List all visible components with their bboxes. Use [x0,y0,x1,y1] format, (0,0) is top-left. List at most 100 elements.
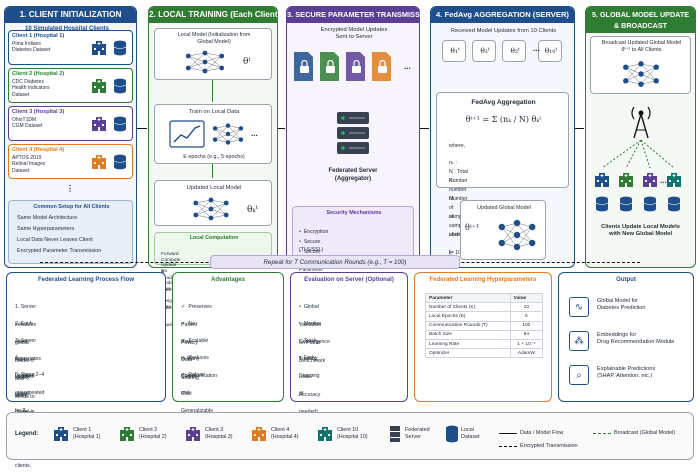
database-icon [113,154,127,175]
fedavg-aggregation-title: FedAvg Aggregation [471,99,536,106]
list-item: No Raw Data Sharing [181,321,199,381]
magnifier-icon: ⌕ [569,365,589,385]
hospital-icon [251,426,267,447]
ellipsis: ⋮ [66,184,74,193]
client-initialization-title: 1. CLIENT INITIALIZATION [5,7,136,23]
list-item: Track Training Loss / Accuracy [299,338,321,398]
table-cell: 100 [509,320,544,331]
check-icon: ✓ [181,338,186,344]
updated-global-model-label: Updated Global Model [477,205,531,211]
encrypted-document-icon [294,52,313,81]
hospital-icon [119,426,135,447]
security-mechanisms-box: Security Mechanisms •Encryption (TLS/SSL… [292,206,414,301]
flow-arrow [575,128,584,129]
updated-local-model-label: Updated Local Model [186,185,242,191]
flow-arrow [420,128,429,129]
legend-flow-label: Data / Model Flow [520,430,564,436]
legend-server-label: Federated Server [405,427,430,440]
neural-network-icon [193,197,229,221]
broadcast-label: Broadcast Updated Global Model θᵗ⁺¹ to A… [601,40,682,53]
client-dataset: Pima Indians Diabetes Dataset [12,41,51,54]
table-cell: Batch Size [425,329,511,340]
encrypted-documents [294,52,391,81]
database-icon [643,196,657,217]
server-icon [337,112,369,154]
client-card: Client 1 (Hospital 1)Pima Indians Diabet… [8,30,133,65]
neural-network-icon [498,219,536,251]
theta-next-label: θᵗ⁺¹ [465,223,480,232]
process-flow-panel: Federated Learning Process Flow 1. Serve… [6,272,166,469]
global-update-title: 5. GLOBAL MODEL UPDATE & BROADCAST [586,7,695,33]
table-cell: Communication Rounds (T) [425,320,511,331]
hyperparameters-title: Federated Learning Hyperparameters [429,277,537,283]
legend: Legend: Client 1 (Hospital 1)Client 2 (H… [6,412,694,460]
client-name: Client 3 (Hospital 3) [12,109,65,115]
bullet-icon: • [299,239,301,245]
table-row: Local Epochs (E)5 [425,311,544,322]
client-name: Client 4 (Hospital 4) [12,147,65,153]
check-icon: ✓ [181,355,186,361]
advantages-panel: Advantages ✓Preserves Patient Privacy✓No… [172,272,284,432]
check-icon: ✓ [181,304,186,310]
flow-arrow [278,128,285,129]
security-mechanisms-title: Security Mechanisms [326,210,382,216]
hyperparameters-panel: Federated Learning Hyperparameters Param… [414,272,552,402]
neural-network-icon [623,61,659,87]
client-update-box: θ₂ᵗ [472,40,496,62]
encrypted-updates-label: Encrypted Model Updates Sent to Server [320,27,388,41]
client-dataset: APTOS 2019 Retinal Images Dataset [12,155,46,174]
bullet-icon: • [299,229,301,235]
legend-client-label: Client 3 (Hospital 3) [205,427,233,440]
legend-broadcast-arrow [593,433,611,434]
check-icon: ✓ [181,372,186,378]
clients-update-label: Clients Update Local Models with New Glo… [601,224,680,238]
common-setup-title: Common Setup for All Clients [33,204,110,210]
hospital-icon [185,426,201,447]
updated-global-model-box: Updated Global Model θᵗ⁺¹ [460,200,546,260]
bullet-icon: • [299,249,301,255]
client-update-box: θ₁ᵗ [442,40,466,62]
train-box: Train on Local Data ... E epochs (e.g., … [154,104,272,164]
legend-broadcast-label: Broadcast (Global Model) [614,430,676,436]
hospital-icon [642,172,658,193]
table-cell: AdamW [509,348,544,359]
hospital-icon [53,426,69,447]
ellipsis: ... [533,44,540,53]
list-item: N : Total number of samples [449,169,469,229]
server-icon [390,426,400,442]
ellipsis: ... [660,176,667,185]
local-model-box: Local Model (Initialization from Global … [154,28,272,80]
client-update-box: θ₃ᵗ [502,40,526,62]
database-icon [619,196,633,217]
embedding-icon: ⁂ [569,331,589,351]
received-updates-label: Received Model Updates from 10 Clients [450,28,557,34]
table-cell: 5 [509,311,544,322]
legend-client-label: Client 4 (Hospital 4) [271,427,299,440]
clients-subtitle: 10 Simulated Hospital Clients [25,26,110,32]
legend-encrypted-label: Encrypted Transmission [520,443,578,449]
list-item: Preserves Patient Privacy [181,304,212,346]
flow-arrow [212,164,213,178]
client-update-box: θ₁₀ᵗ [538,40,562,62]
broadcast-lines [600,139,682,170]
output-panel: Output ∿Global Model for Diabetes Predic… [558,272,694,402]
client-card: Client 3 (Hospital 3)OhioT1DM CGM Datase… [8,106,133,141]
setup-item: Same Hyperparameters [17,226,75,232]
output-item: Explainable Predictions (SHAP, Attention… [597,366,656,379]
local-training-title: 2. LOCAL TRAINING (Each Client) [149,7,280,23]
list-item: K : Number of clients (= 10) [449,178,468,256]
encrypted-document-icon [372,52,391,81]
federated-server-label: Federated Server (Aggregator) [328,168,378,182]
hospital-icon [91,78,107,99]
legend-label: Legend: [15,431,39,437]
setup-item: Local Data Never Leaves Client [17,237,93,243]
repeat-banner: Repeat for T Communication Rounds (e.g.,… [210,255,460,269]
encrypted-document-icon [346,52,365,81]
neural-network-icon [212,123,244,145]
evaluation-title: Evaluation on Server (Optional) [304,277,394,283]
bullet-icon: • [299,321,301,327]
theta-k-label: θₖᵗ [247,205,258,215]
